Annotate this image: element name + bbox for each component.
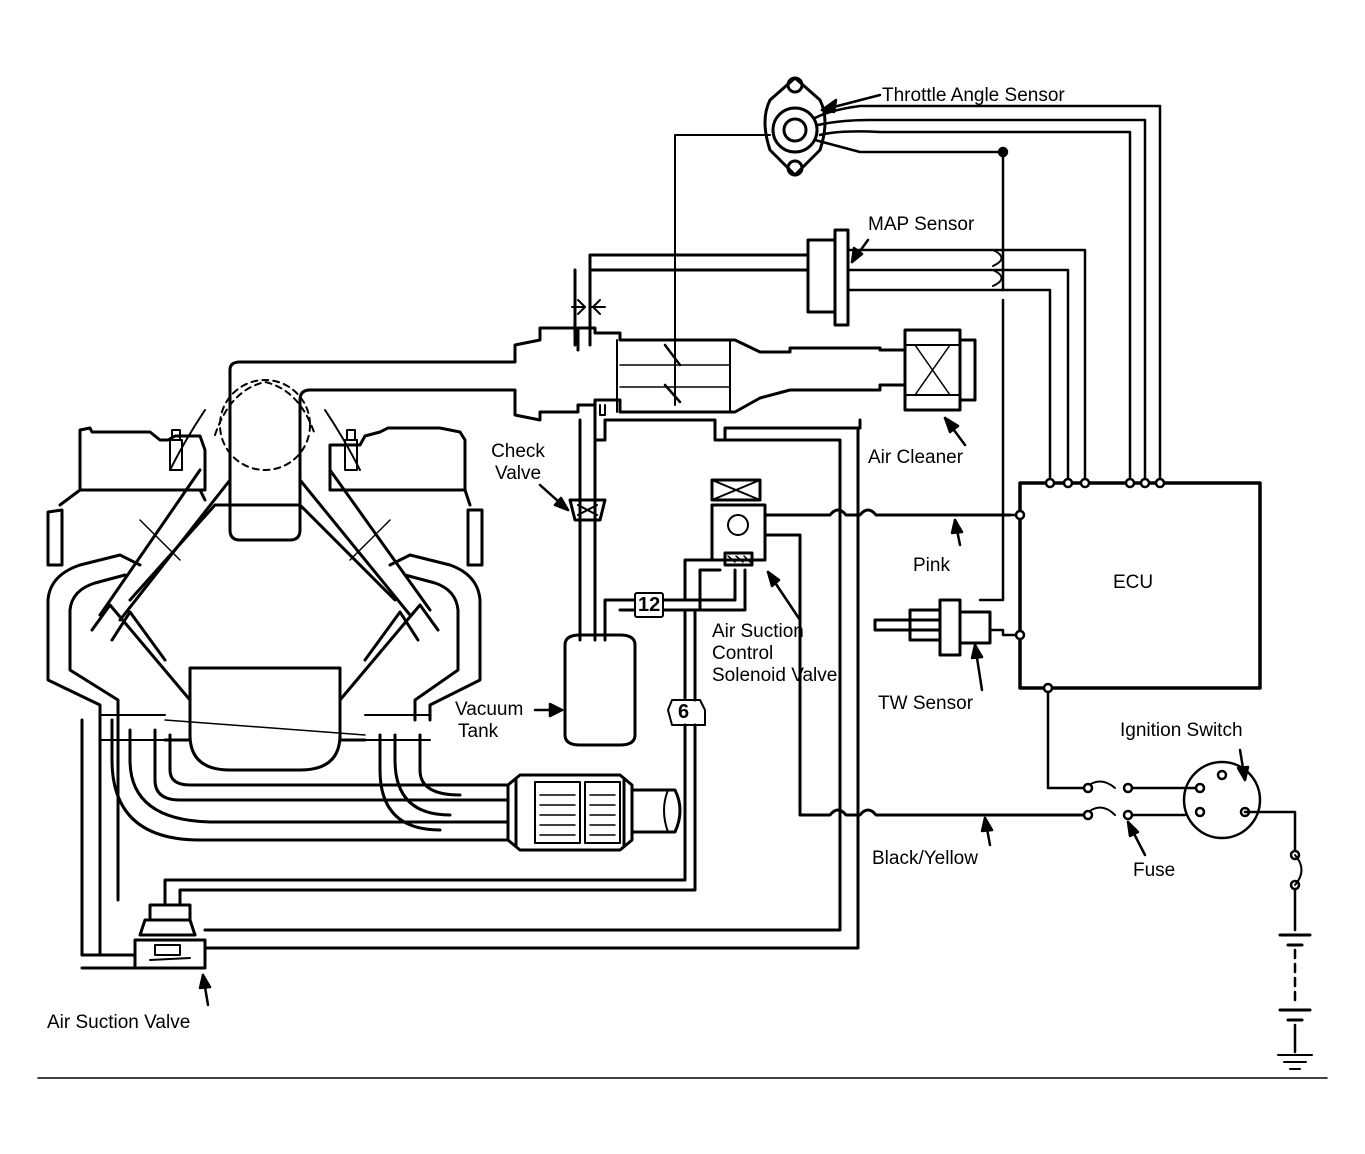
leader-arrows — [198, 93, 1250, 1007]
ecu-wiring — [674, 104, 1313, 1070]
exhaust-system — [46, 553, 682, 902]
fuse-label: Fuse — [1133, 860, 1176, 881]
vacuum-lines — [563, 418, 747, 747]
check-valve-label-line-1: Check — [491, 441, 545, 462]
check-valve-label-line-2: Valve — [494, 463, 542, 484]
throttle-angle-sensor — [763, 76, 827, 177]
hose-12-label: 12 — [634, 592, 665, 618]
throttle-angle-sensor-label: Throttle Angle Sensor — [882, 85, 1065, 106]
air-suction-valve — [80, 426, 860, 970]
tw-sensor-label: TW Sensor — [878, 693, 974, 714]
vacuum-tank-label-line-2: Tank — [458, 721, 499, 742]
air-suction-valve-label: Air Suction Valve — [47, 1012, 191, 1033]
ignition-switch-label: Ignition Switch — [1120, 720, 1243, 741]
solenoid-valve-label-line-1: Air Suction — [712, 621, 804, 642]
solenoid-valve-label: Air Suction Control Solenoid Valve — [712, 621, 837, 687]
ecu-label: ECU — [1113, 572, 1154, 593]
check-valve-label: Check Valve — [478, 441, 558, 485]
solenoid-valve-label-line-2: Control — [712, 643, 774, 664]
pink-wire-label: Pink — [913, 555, 950, 576]
map-sensor-label: MAP Sensor — [868, 214, 975, 235]
black-yellow-wire-label: Black/Yellow — [872, 848, 978, 869]
vacuum-tank-label-line-1: Vacuum — [455, 699, 524, 720]
map-sensor — [571, 228, 850, 347]
vacuum-tank-label: Vacuum Tank — [455, 699, 523, 743]
hose-6-label: 6 — [678, 701, 690, 723]
air-cleaner-label: Air Cleaner — [868, 447, 964, 468]
engine — [46, 326, 580, 772]
air-suction-control-solenoid-valve — [710, 478, 1087, 817]
tw-sensor — [873, 598, 992, 657]
throttle-body — [576, 326, 977, 442]
solenoid-valve-label-line-3: Solenoid Valve — [712, 665, 838, 686]
